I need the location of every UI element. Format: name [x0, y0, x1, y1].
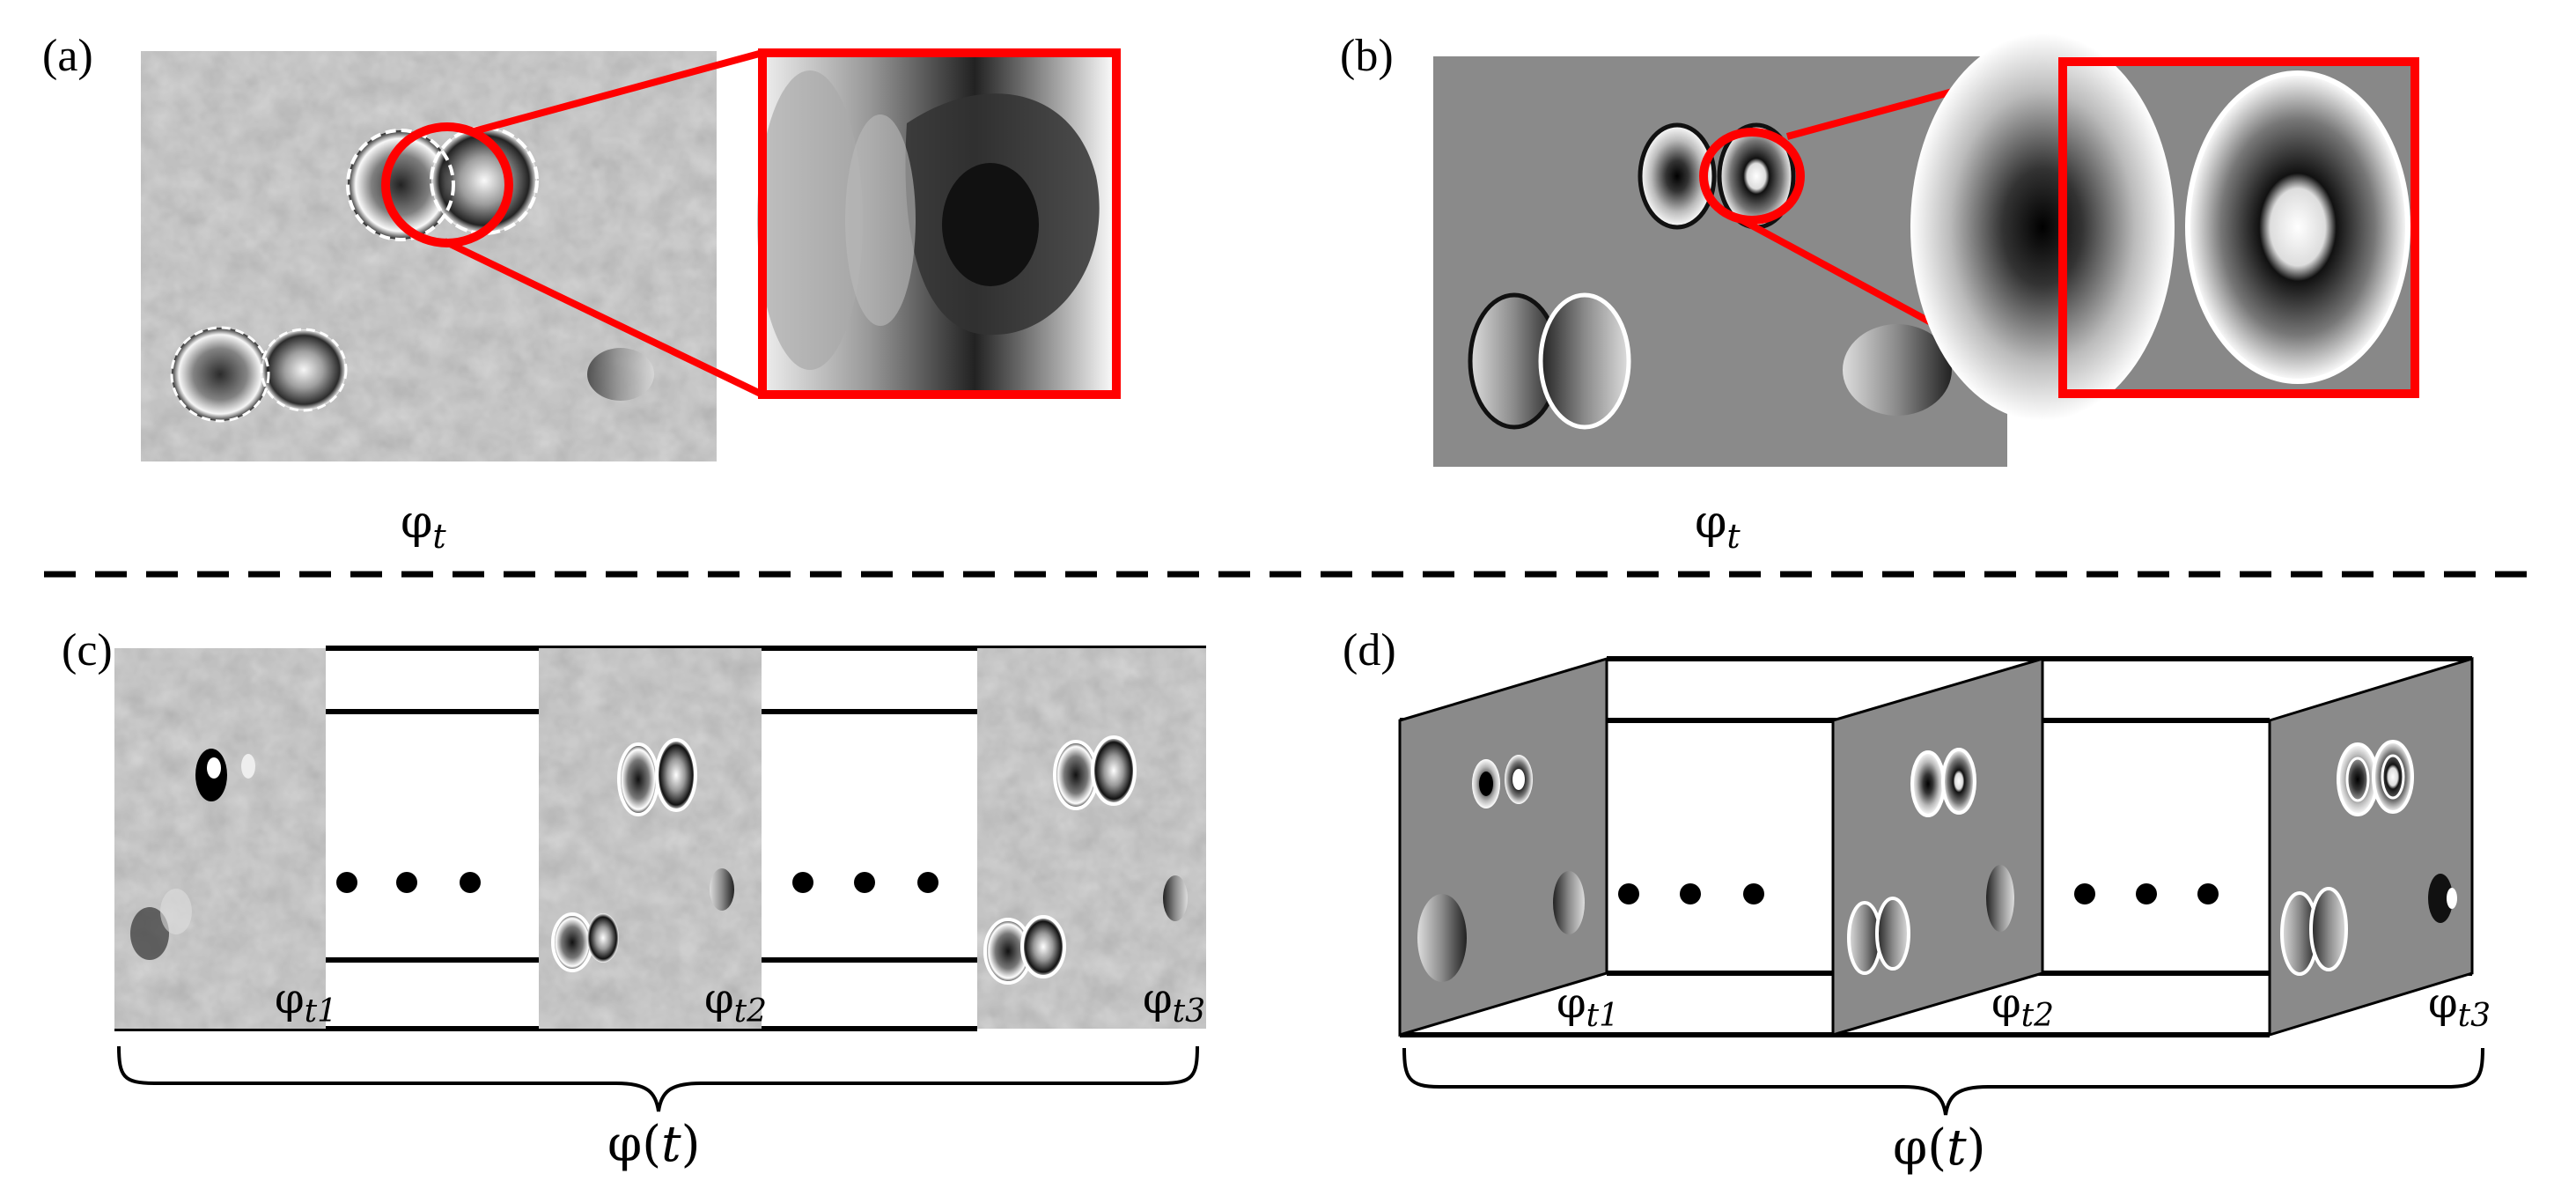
panel-c-total-label: φ(t) — [607, 1116, 700, 1173]
panel-c-brace — [117, 1045, 1199, 1112]
panel-c-label: (c) — [62, 625, 113, 676]
panel-a-label: (a) — [42, 31, 93, 81]
panel-a-zoom-line-top — [469, 49, 764, 136]
panel-a-caption-sub: t — [432, 517, 446, 556]
panel-b-caption-phi: φ — [1695, 496, 1726, 549]
panel-c-frame-2 — [537, 646, 763, 1031]
panel-a-caption-phi: φ — [401, 496, 432, 549]
panel-c-frame-3 — [975, 646, 1208, 1031]
panel-a-caption: φt — [401, 496, 446, 556]
panel-d: (d) — [1343, 625, 2491, 1177]
panel-b-caption: φt — [1695, 496, 1741, 556]
panel-c-ellipsis-2 — [792, 872, 938, 893]
panel-b-image — [1433, 56, 2007, 467]
panel-c-ellipsis-1 — [336, 872, 481, 893]
panel-d-label: (d) — [1343, 625, 1396, 676]
panel-d-brace — [1402, 1047, 2484, 1116]
panel-d-ellipsis-2 — [2074, 883, 2219, 904]
panel-b-zoom-inset — [1910, 33, 2419, 421]
panel-d-frame-2 — [1831, 656, 2044, 1037]
panel-b-caption-sub: t — [1726, 517, 1741, 556]
panel-d-total-label: φ(t) — [1893, 1119, 1985, 1177]
panel-b: (b) φt — [1340, 31, 2419, 556]
panel-c-frame-2-label: φt2 — [704, 974, 767, 1030]
panel-b-highlight-circle — [1699, 128, 1805, 225]
panel-a-zoom-inset — [757, 48, 1121, 399]
panel-d-ellipsis-1 — [1618, 883, 1764, 904]
panel-b-label: (b) — [1340, 31, 1394, 81]
panel-d-frame-1 — [1398, 656, 1608, 1037]
panel-a-image — [141, 51, 717, 461]
panel-d-frame-1-label: φt1 — [1557, 978, 1619, 1034]
panel-d-frame-3-label: φt3 — [2428, 978, 2491, 1034]
panel-c-frame-1 — [113, 646, 328, 1031]
panel-a-zoom-line-bottom — [443, 238, 764, 398]
panel-d-frame-3 — [2268, 656, 2474, 1037]
panel-a: (a) φt — [42, 31, 1121, 556]
panel-c-frame-3-label: φt3 — [1143, 974, 1205, 1030]
panel-d-frame-2-label: φt2 — [1991, 978, 2054, 1034]
panel-c: (c) — [62, 625, 1208, 1173]
panel-c-frame-1-label: φt1 — [275, 974, 337, 1030]
